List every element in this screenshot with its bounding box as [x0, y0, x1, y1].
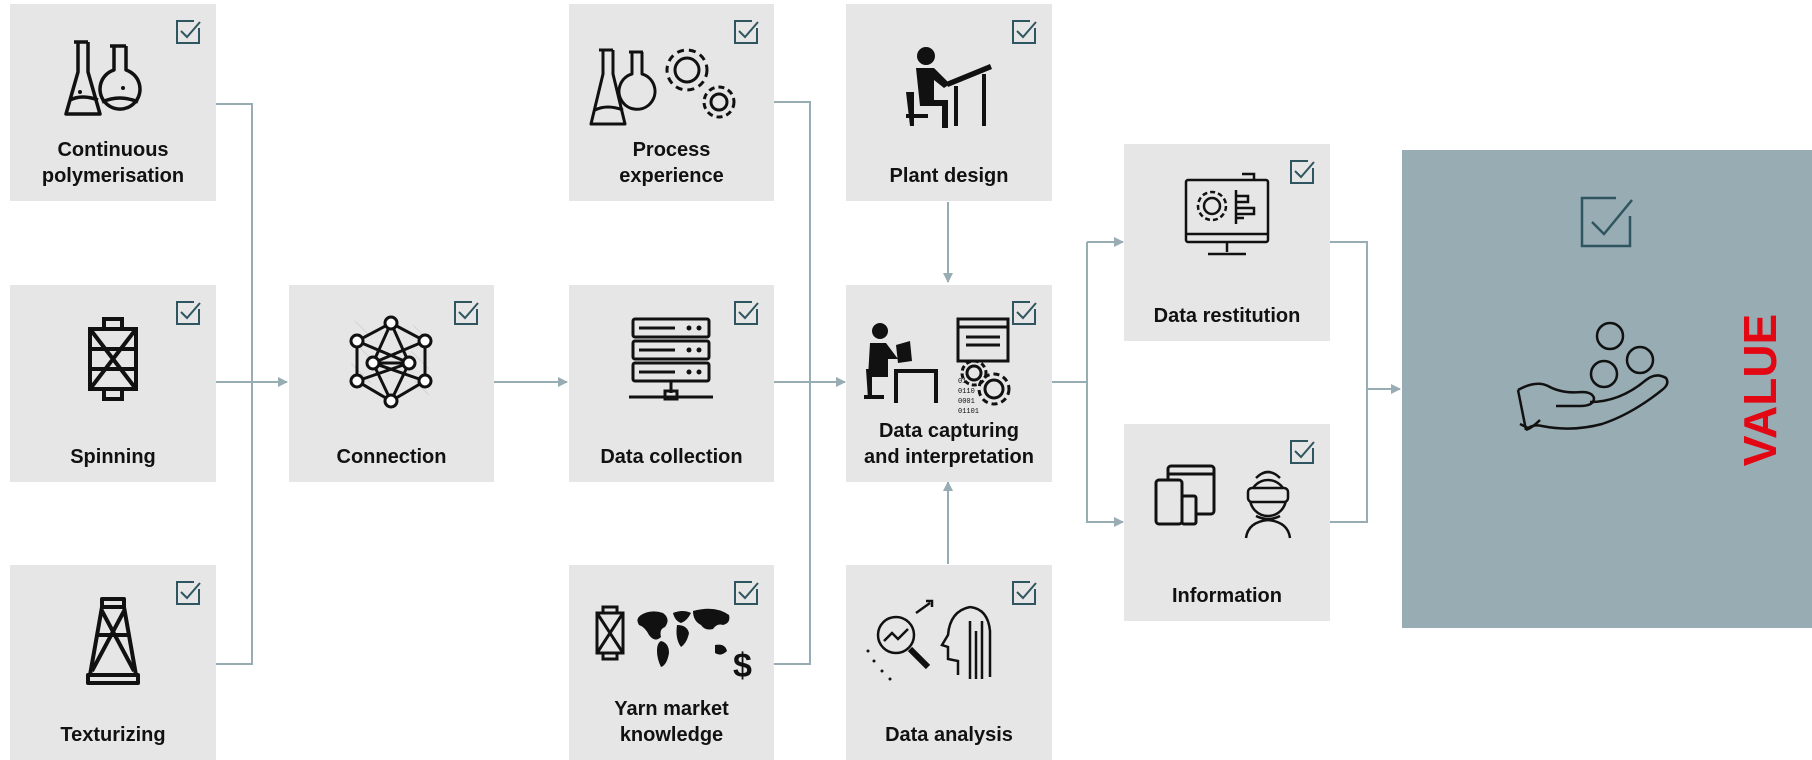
analytics-ai-head-icon — [866, 599, 992, 681]
hand-coins-icon — [1516, 321, 1669, 432]
node-texturizing: Texturizing — [10, 565, 216, 760]
node-information: Information — [1124, 424, 1330, 621]
value-panel — [1402, 150, 1812, 628]
network-mesh-icon — [349, 315, 433, 409]
node-continuous-polymerisation: Continuous polymerisation — [10, 4, 216, 201]
node-process-experience: Process experience — [569, 4, 774, 201]
server-stack-icon — [629, 317, 713, 401]
value-label: VALUE — [1734, 314, 1786, 467]
person-computer-data-gears-icon: 01 0110 0001 01101 — [864, 317, 1011, 416]
node-yarn-market-knowledge: $ Yarn market knowledge — [569, 565, 774, 760]
node-plant-design: Plant design — [846, 4, 1052, 201]
node-label: Data restitution — [1153, 305, 1301, 327]
node-data-collection: Data collection — [569, 285, 774, 482]
devices-vr-person-icon — [1154, 464, 1292, 539]
checkbox-checked-icon — [1012, 301, 1037, 325]
checkbox-checked-icon — [1580, 196, 1633, 248]
checkbox-checked-icon — [1290, 440, 1315, 464]
node-label: Data analysis — [885, 724, 1013, 746]
node-data-restitution: Data restitution — [1124, 144, 1330, 341]
node-label: Yarn market knowledge — [614, 698, 729, 746]
world-map-dollar-icon: $ — [595, 605, 752, 685]
node-label: Information — [1172, 585, 1282, 607]
node-label: Process experience — [619, 139, 724, 187]
texturizing-cone-icon — [86, 597, 140, 685]
node-label: Connection — [336, 446, 447, 468]
node-label: Texturizing — [60, 724, 166, 746]
checkbox-checked-icon — [1290, 160, 1315, 184]
svg-text:0110: 0110 — [958, 388, 975, 396]
connector-polymerisation — [216, 103, 253, 665]
connector-capturing-split — [1052, 242, 1088, 383]
checkbox-checked-icon — [176, 301, 201, 325]
svg-text:VALUE: VALUE — [1734, 314, 1786, 467]
node-connection: Connection — [289, 285, 494, 482]
lab-flasks-icon — [64, 40, 142, 116]
monitor-gear-chart-icon — [1184, 172, 1270, 256]
checkbox-checked-icon — [1012, 20, 1037, 44]
connector-outputs-merge — [1330, 241, 1368, 523]
checkbox-checked-icon — [176, 20, 201, 44]
node-label: Data capturing and interpretation — [863, 420, 1034, 468]
checkbox-checked-icon — [1012, 581, 1037, 605]
node-data-analysis: Data analysis — [846, 565, 1052, 760]
node-label: Plant design — [889, 165, 1009, 187]
svg-text:01: 01 — [958, 378, 966, 386]
flasks-gears-icon — [589, 48, 736, 126]
connector-to-information — [1086, 382, 1124, 527]
person-drafting-table-icon — [906, 47, 992, 128]
checkbox-checked-icon — [734, 20, 759, 44]
node-spinning: Spinning — [10, 285, 216, 482]
node-label: Continuous polymerisation — [41, 139, 185, 187]
svg-text:01101: 01101 — [958, 408, 979, 416]
svg-text:0001: 0001 — [958, 398, 975, 406]
checkbox-checked-icon — [734, 581, 759, 605]
checkbox-checked-icon — [454, 301, 479, 325]
svg-text:$: $ — [733, 647, 752, 685]
checkbox-checked-icon — [734, 301, 759, 325]
node-label: Spinning — [70, 446, 156, 468]
node-label: Data collection — [600, 446, 743, 468]
checkbox-checked-icon — [176, 581, 201, 605]
node-data-capturing: 01 0110 0001 01101 Data capturing and in… — [846, 285, 1052, 482]
yarn-bobbin-icon — [88, 317, 138, 401]
